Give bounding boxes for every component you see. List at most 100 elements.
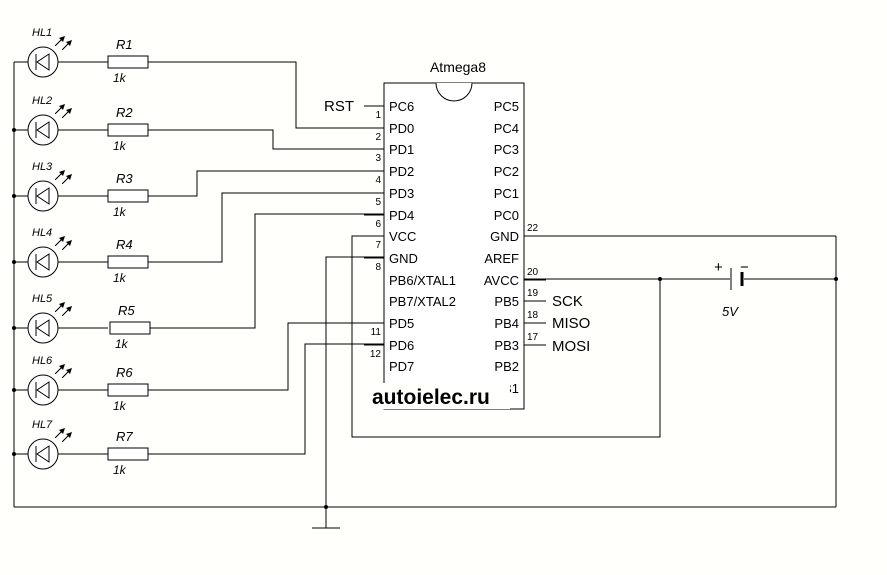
chip-pin-label: PB4 — [494, 316, 519, 331]
wire-r6-pd5 — [148, 322, 384, 391]
wire-r4-pd3 — [148, 192, 384, 263]
resistor-label: R7 — [116, 429, 133, 444]
chip-pin-number: 17 — [527, 332, 539, 343]
watermark-backdrop — [370, 383, 510, 409]
chip-pin-label: PD7 — [389, 359, 414, 374]
led-arrowhead — [66, 240, 72, 246]
chip-pin-label: AVCC — [484, 273, 519, 288]
chip-pin-number: 1 — [375, 110, 381, 121]
chip-pin-number: 6 — [375, 219, 381, 230]
chip-pin-label: PC2 — [494, 164, 519, 179]
chip-notch — [435, 82, 473, 102]
led-diode — [36, 253, 50, 271]
chip-title: Atmega8 — [430, 59, 486, 75]
resistor-body — [107, 123, 149, 137]
chip-pin-number: 7 — [375, 240, 381, 251]
led-arrowhead — [66, 174, 72, 180]
chip-pin-label: PB2 — [494, 359, 519, 374]
resistor-body — [107, 447, 149, 461]
chip-pin-label: PB6/XTAL1 — [389, 273, 456, 288]
led-diode — [36, 445, 50, 463]
wire-vcc-loop — [351, 235, 661, 438]
chip-pin-label: PC1 — [494, 186, 519, 201]
led-arrowhead — [59, 104, 65, 110]
resistor-label: R6 — [116, 365, 133, 380]
led-body — [27, 180, 59, 212]
chip-pin-label: PB5 — [494, 294, 519, 309]
led-arrowhead — [59, 428, 65, 434]
resistor-body — [107, 383, 149, 397]
chip-pin-label: GND — [490, 229, 519, 244]
chip-pin-number: 18 — [527, 310, 539, 321]
battery-voltage: 5V — [722, 304, 739, 319]
resistor-label: R5 — [118, 303, 135, 318]
chip-pin-label: PD0 — [389, 121, 414, 136]
led-diode — [36, 381, 50, 399]
chip-pin-label: AREF — [484, 251, 519, 266]
mosi-label: MOSI — [552, 338, 590, 355]
chip-pin-label: PC5 — [494, 99, 519, 114]
led-body — [27, 246, 59, 278]
rst-label: RST — [324, 98, 354, 115]
led-arrowhead — [66, 108, 72, 114]
microcontroller: Atmega8 PC61PD02PD13PD24PD35PD46VCC7GND8… — [364, 59, 546, 410]
battery-minus: − — [740, 259, 749, 276]
chip-body — [383, 82, 525, 410]
led-arrowhead — [59, 236, 65, 242]
resistor-body — [107, 55, 149, 69]
chip-pin-number: 2 — [375, 132, 381, 143]
led-resistor-rows: HL1R11kHL2R21kHL3R31kHL4R41kHL5R51kHL6R6… — [12, 27, 151, 477]
wire-r7-pd6 — [148, 343, 384, 455]
chip-pin-label: PD6 — [389, 338, 414, 353]
chip-pin-label: PD4 — [389, 208, 414, 223]
wire-r2-pd1 — [148, 129, 384, 150]
resistor-value: 1k — [113, 139, 127, 153]
resistor-body — [107, 255, 149, 269]
led-label: HL2 — [32, 95, 52, 107]
resistor-label: R1 — [116, 37, 133, 52]
led-arrowhead — [66, 432, 72, 438]
chip-pin-label: PB3 — [494, 338, 519, 353]
chip-pin-label: PC0 — [494, 208, 519, 223]
chip-pin-number: 19 — [527, 288, 539, 299]
led-arrowhead — [59, 364, 65, 370]
signal-wires — [148, 61, 384, 455]
chip-pin-number: 22 — [527, 223, 539, 234]
chip-pin-number: 8 — [375, 262, 381, 273]
led-arrowhead — [66, 306, 72, 312]
power-wires — [13, 62, 838, 529]
junction — [658, 277, 662, 281]
chip-pin-label: PC3 — [494, 142, 519, 157]
resistor-value: 1k — [113, 399, 127, 413]
led-label: HL4 — [32, 227, 52, 239]
led-arrowhead — [59, 302, 65, 308]
led-label: HL6 — [32, 355, 53, 367]
led-arrowhead — [66, 40, 72, 46]
miso-label: MISO — [552, 315, 590, 332]
chip-pin-label: VCC — [389, 229, 416, 244]
resistor-value: 1k — [113, 463, 127, 477]
chip-pin-label: GND — [389, 251, 418, 266]
junction — [834, 277, 838, 281]
led-label: HL3 — [32, 161, 53, 173]
resistor-value: 1k — [113, 271, 127, 285]
led-body — [27, 46, 59, 78]
resistor-value: 1k — [113, 205, 127, 219]
chip-pin-number: 20 — [527, 267, 539, 278]
chip-pin-number: 3 — [375, 153, 381, 164]
battery-plus: + — [714, 259, 723, 276]
resistor-body — [109, 321, 151, 335]
chip-pin-number: 4 — [375, 175, 381, 186]
chip-pin-label: PC6 — [389, 99, 414, 114]
led-label: HL5 — [32, 293, 53, 305]
chip-pin-label: PB7/XTAL2 — [389, 294, 456, 309]
resistor-body — [107, 189, 149, 203]
led-arrowhead — [59, 36, 65, 42]
